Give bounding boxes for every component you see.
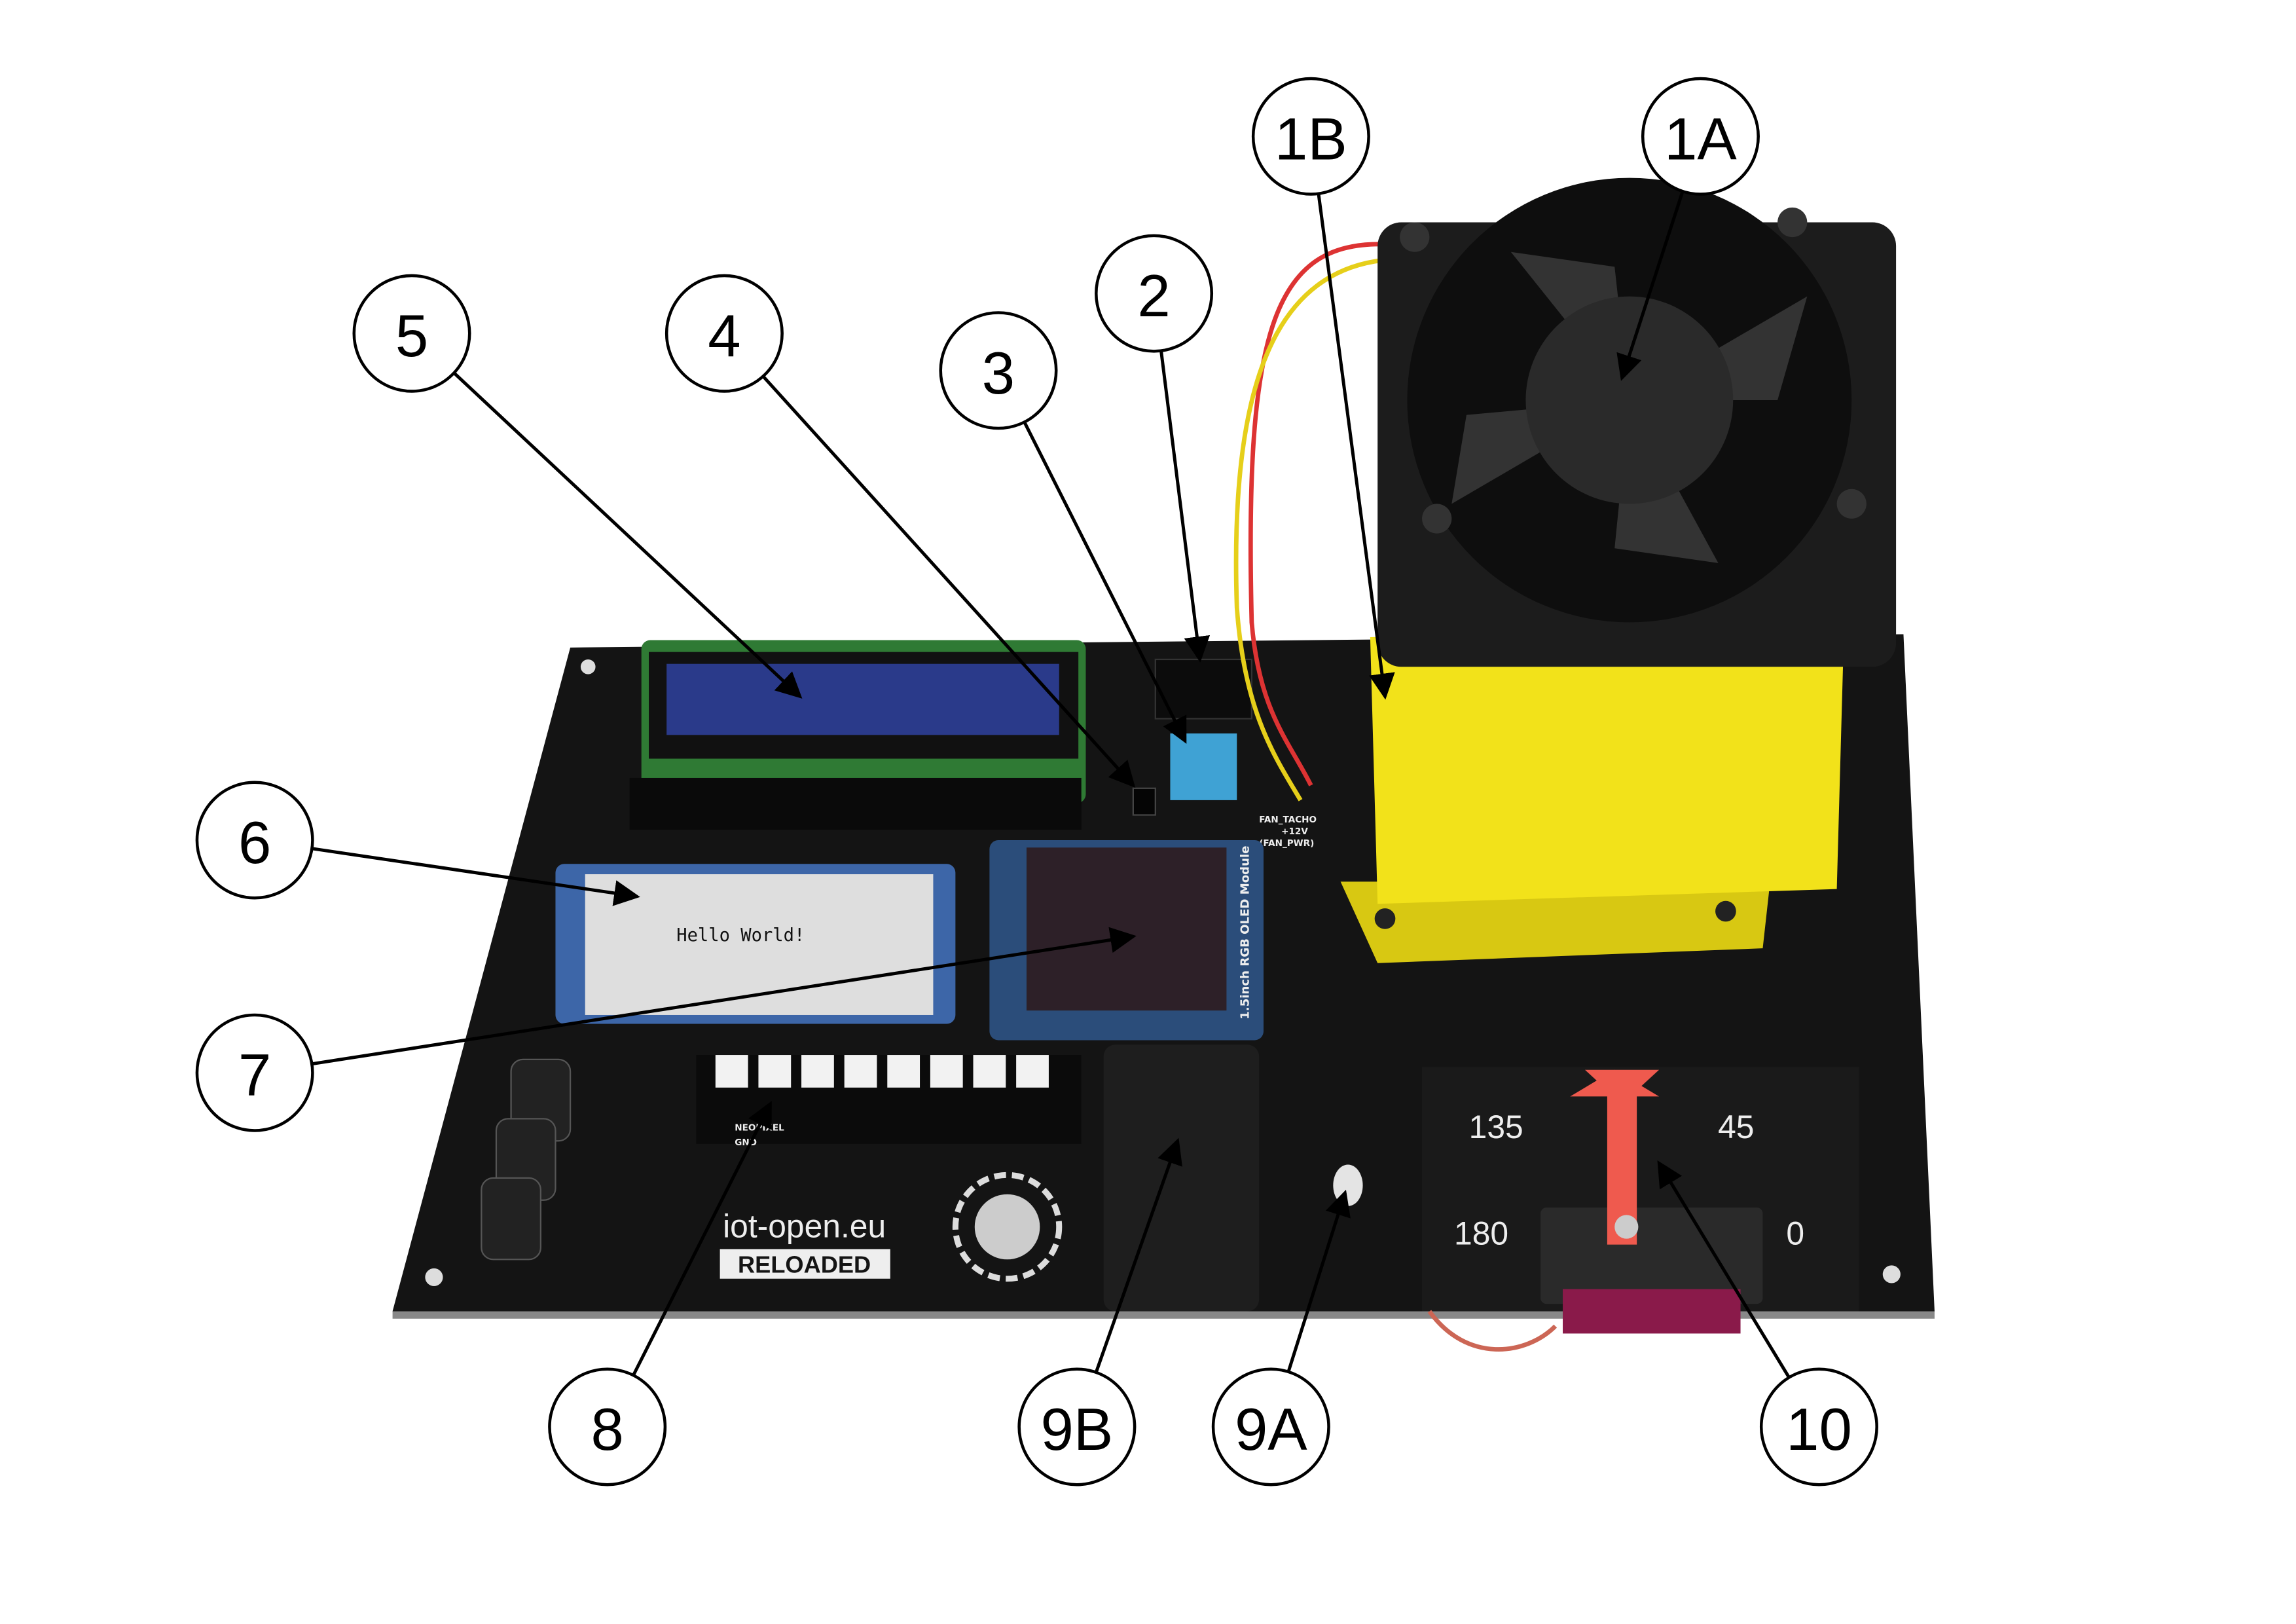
fan-wire-yellow bbox=[1233, 257, 1393, 802]
callout-label-9a: 9A bbox=[1235, 1397, 1307, 1463]
callout-label-7: 7 bbox=[238, 1043, 271, 1109]
pcb-board-edge bbox=[392, 1311, 1935, 1319]
logo-text: iot-open.eu bbox=[723, 1208, 886, 1244]
callout-arrow-7 bbox=[311, 927, 1137, 1066]
callout-arrow-2 bbox=[1159, 350, 1211, 663]
callout-arrow-1a bbox=[1616, 191, 1685, 381]
callout-circle-8 bbox=[548, 1367, 667, 1486]
callout-arrow-9b bbox=[1094, 1137, 1182, 1373]
callout-circle-4 bbox=[665, 274, 784, 393]
callout-arrow-4 bbox=[761, 375, 1136, 788]
ic-chip bbox=[1154, 658, 1253, 720]
callout-label-1b: 1B bbox=[1275, 106, 1347, 172]
callout-label-4: 4 bbox=[708, 303, 740, 369]
oled-module bbox=[989, 840, 1264, 1041]
callout-circle-1b bbox=[1251, 77, 1370, 196]
logo-badge-bg bbox=[720, 1249, 890, 1279]
neopixel-led bbox=[930, 1055, 963, 1088]
epaper-display bbox=[555, 864, 956, 1024]
capacitors bbox=[481, 1058, 572, 1261]
epaper-text: Hello World! bbox=[676, 925, 805, 946]
logo-badge: RELOADED bbox=[738, 1251, 871, 1278]
foam-block bbox=[1103, 1044, 1260, 1312]
mount-hole bbox=[1882, 1265, 1901, 1283]
fan-mount bbox=[1340, 622, 1844, 963]
fan-tacho-label: FAN_TACHO bbox=[1259, 815, 1317, 825]
neopixel-led bbox=[715, 1055, 748, 1088]
mount-hole bbox=[425, 1268, 443, 1287]
callout-circle-2 bbox=[1095, 234, 1214, 353]
callout-arrow-8 bbox=[632, 1101, 772, 1376]
neopixel-led bbox=[973, 1055, 1006, 1088]
gear-logo-icon bbox=[952, 1172, 1063, 1282]
fan bbox=[1377, 177, 1897, 667]
lcd-module bbox=[629, 640, 1086, 830]
dht-sensor bbox=[1170, 733, 1237, 800]
callout-circle-9a bbox=[1211, 1367, 1330, 1486]
callout-arrow-1b bbox=[1317, 193, 1395, 700]
dial-label-0: 0 bbox=[1786, 1215, 1804, 1252]
fan-pwr-label: (FAN_PWR) bbox=[1259, 838, 1314, 849]
fan-wire-red bbox=[1248, 242, 1393, 786]
callout-arrow-10 bbox=[1657, 1160, 1791, 1378]
callout-circle-6 bbox=[195, 781, 314, 900]
led bbox=[1333, 1164, 1363, 1206]
callout-circle-10 bbox=[1759, 1367, 1878, 1486]
neopixel-led bbox=[1016, 1055, 1049, 1088]
callout-arrow-9a bbox=[1286, 1189, 1351, 1373]
callout-label-6: 6 bbox=[238, 810, 271, 876]
neopixel-strip bbox=[696, 1055, 1082, 1144]
neopixel-led bbox=[844, 1055, 877, 1088]
callout-circle-7 bbox=[195, 1013, 314, 1132]
oled-label: 1.5inch RGB OLED Module bbox=[1238, 846, 1252, 1020]
servo-dial bbox=[1422, 1067, 1859, 1334]
neopixel-led bbox=[887, 1055, 920, 1088]
callout-label-1a: 1A bbox=[1664, 106, 1737, 172]
small-sensor bbox=[1132, 787, 1156, 816]
callout-label-9b: 9B bbox=[1041, 1397, 1114, 1463]
servo-wire bbox=[1427, 1310, 1558, 1352]
neopixel-led bbox=[801, 1055, 834, 1088]
callout-label-2: 2 bbox=[1137, 263, 1170, 329]
mount-hole bbox=[580, 659, 596, 674]
callout-label-8: 8 bbox=[591, 1397, 623, 1463]
callout-arrow-6 bbox=[312, 847, 640, 906]
dial-label-135: 135 bbox=[1469, 1109, 1523, 1145]
callout-circle-9b bbox=[1017, 1367, 1137, 1486]
callout-label-3: 3 bbox=[982, 341, 1015, 407]
dial-label-180: 180 bbox=[1454, 1215, 1508, 1252]
callout-label-10: 10 bbox=[1786, 1397, 1852, 1463]
callout-circle-3 bbox=[939, 311, 1058, 430]
neopixel-led bbox=[758, 1055, 792, 1088]
fan-12v-label: +12V bbox=[1281, 826, 1308, 837]
callout-label-5: 5 bbox=[395, 303, 428, 369]
callout-circle-1a bbox=[1641, 77, 1760, 196]
gear-logo-inner bbox=[974, 1194, 1040, 1260]
dial-label-45: 45 bbox=[1718, 1109, 1754, 1145]
callout-arrow-5 bbox=[452, 371, 803, 699]
callout-circle-5 bbox=[352, 274, 471, 393]
callout-arrow-3 bbox=[1023, 421, 1187, 744]
